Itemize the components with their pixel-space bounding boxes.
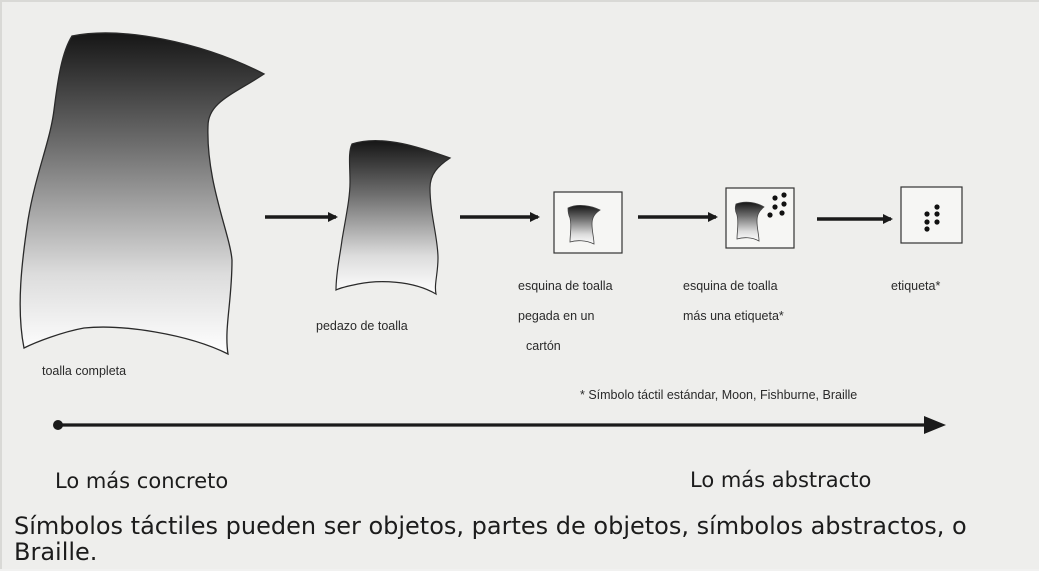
corner-card-line-3: cartón bbox=[526, 339, 561, 353]
continuum-arrow-head bbox=[924, 416, 946, 434]
braille-dots-2 bbox=[924, 204, 940, 232]
corner-card-line-2: pegada en un bbox=[518, 309, 595, 323]
towel-corner-mini bbox=[567, 204, 601, 245]
braille-dots-1 bbox=[767, 192, 787, 218]
continuum-right-label: Lo más abstracto bbox=[690, 468, 872, 492]
stage-label-whole-towel: toalla completa bbox=[42, 364, 127, 378]
caption: Símbolos táctiles pueden ser objetos, pa… bbox=[14, 512, 967, 566]
footnote: * Símbolo táctil estándar, Moon, Fishbur… bbox=[580, 388, 858, 402]
card-tag bbox=[900, 186, 963, 244]
stage-label-towel-piece: pedazo de toalla bbox=[316, 319, 408, 333]
corner-tag-line-2: más una etiqueta* bbox=[683, 309, 784, 323]
stage-label-corner-tag: esquina de toalla más una etiqueta* bbox=[683, 278, 843, 338]
towel-corner-mini-2 bbox=[734, 201, 765, 242]
corner-tag-line-1: esquina de toalla bbox=[683, 279, 778, 293]
piece-towel-shape bbox=[335, 140, 452, 296]
continuum-left-label: Lo más concreto bbox=[55, 469, 229, 493]
corner-card-line-1: esquina de toalla bbox=[518, 279, 613, 293]
stage-label-corner-card: esquina de toalla pegada en un cartón bbox=[518, 278, 668, 368]
whole-towel-shape bbox=[19, 32, 266, 356]
stage-label-tag: etiqueta* bbox=[891, 279, 941, 293]
